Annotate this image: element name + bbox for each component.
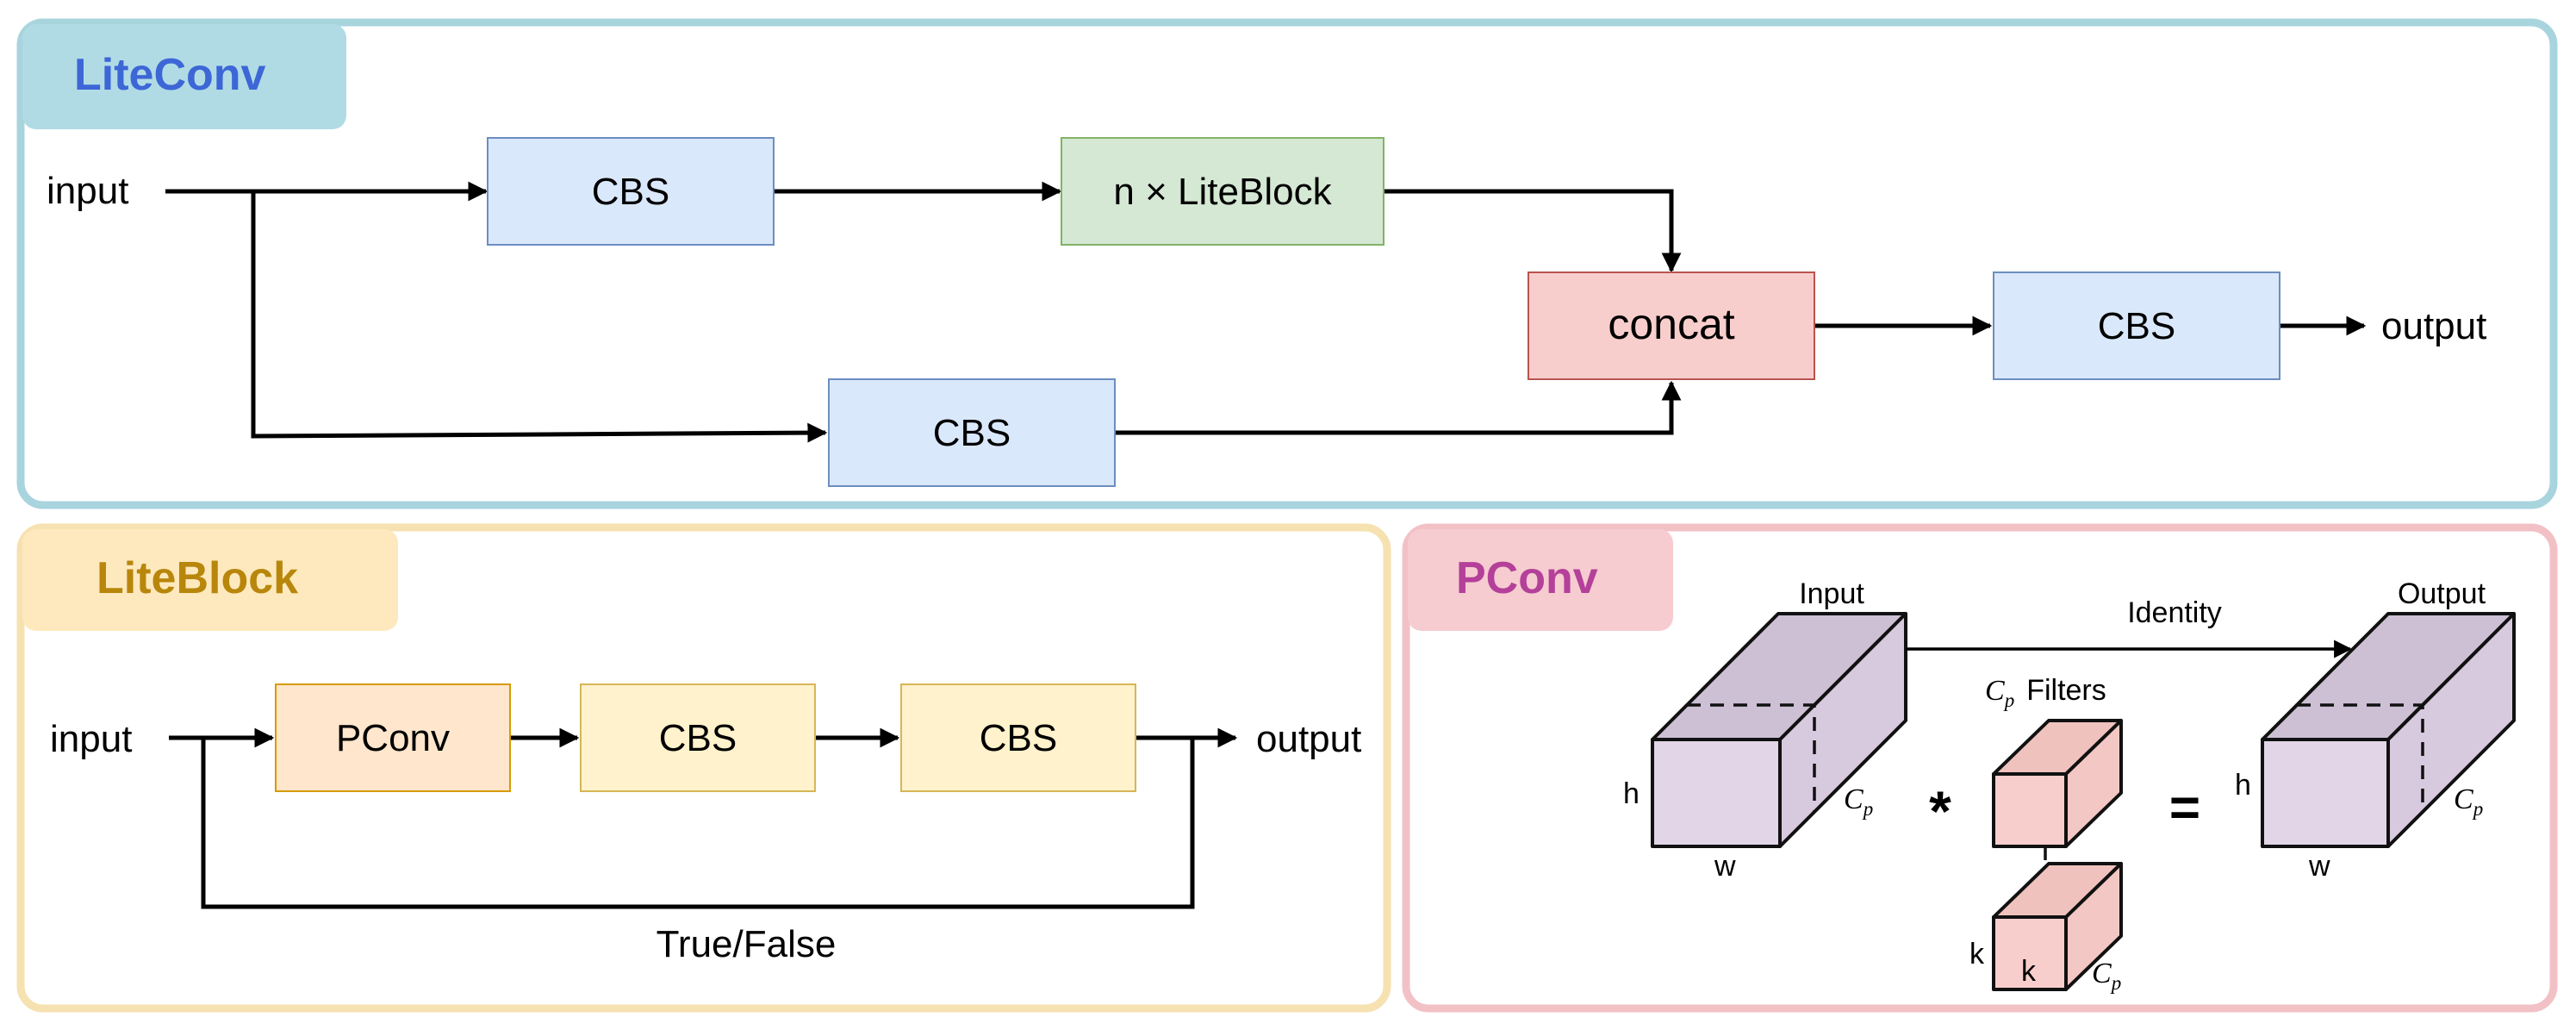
edge-lb-residual-loop	[201, 738, 1195, 909]
input-cube-cp: Cp	[1844, 783, 1873, 820]
output-cube-h: h	[2235, 769, 2251, 802]
cbs-node-top: CBS	[487, 137, 775, 246]
edge-liteblock-to-concat	[1384, 189, 1682, 273]
cbs-node-bottom: CBS	[828, 378, 1116, 487]
pconv-title-tab	[1408, 529, 1673, 631]
output-cube-w: w	[2308, 850, 2330, 883]
liteblock-node-label: n × LiteBlock	[1113, 171, 1332, 213]
cbs-node-lb1: CBS	[580, 683, 816, 792]
pconv-node: PConv	[275, 683, 511, 792]
cbs-node-top-label: CBS	[592, 171, 669, 213]
concat-node: concat	[1528, 271, 1815, 380]
filter-k-left: k	[1969, 938, 1985, 970]
filter-cube-1	[1992, 719, 2123, 848]
liteconv-output-label: output	[2381, 305, 2486, 347]
cbs-node-bottom-label: CBS	[933, 412, 1011, 454]
liteblock-title-tab	[22, 529, 398, 631]
liteblock-input-label: input	[50, 718, 132, 760]
pconv-node-label: PConv	[336, 717, 450, 759]
liteconv-title: LiteConv	[74, 50, 266, 100]
equals-operator: =	[2169, 778, 2200, 838]
cbs-node-out: CBS	[1993, 271, 2280, 380]
filter-cp: Cp	[2092, 958, 2121, 994]
liteblock-output-label: output	[1256, 718, 1361, 760]
input-cube-w: w	[1714, 850, 1736, 883]
input-feature-cube	[1651, 612, 1907, 848]
edge-input-to-cbs-bottom	[251, 191, 828, 443]
edge-cbs-bottom-to-concat	[1115, 380, 1682, 435]
convolution-operator: *	[1929, 779, 1951, 843]
liteblock-node: n × LiteBlock	[1061, 137, 1384, 246]
liteconv-title-tab	[22, 24, 346, 129]
pconv-title: PConv	[1456, 553, 1598, 603]
cbs-node-out-label: CBS	[2098, 305, 2175, 347]
liteblock-title: LiteBlock	[96, 553, 298, 603]
cbs-node-lb2-label: CBS	[980, 717, 1057, 759]
liteconv-panel: LiteConv input CBS n × LiteBlock concat …	[16, 18, 2558, 509]
liteconv-input-label: input	[47, 170, 128, 212]
concat-node-label: concat	[1608, 300, 1734, 348]
cbs-node-lb1-label: CBS	[659, 717, 737, 759]
cbs-node-lb2: CBS	[900, 683, 1136, 792]
output-feature-cube	[2261, 612, 2516, 848]
input-cube-h: h	[1623, 777, 1640, 810]
liteblock-loop-label: True/False	[656, 923, 837, 965]
liteblock-panel: LiteBlock input PConv CBS CBS output Tru…	[16, 523, 1391, 1013]
output-cube-cp: Cp	[2454, 783, 2483, 820]
filter-k-front: k	[2021, 955, 2037, 988]
input-cube-label: Input	[1799, 577, 1864, 610]
output-cube-label: Output	[2398, 577, 2486, 610]
filter-cube-2	[1992, 862, 2123, 991]
identity-label: Identity	[2127, 596, 2222, 629]
